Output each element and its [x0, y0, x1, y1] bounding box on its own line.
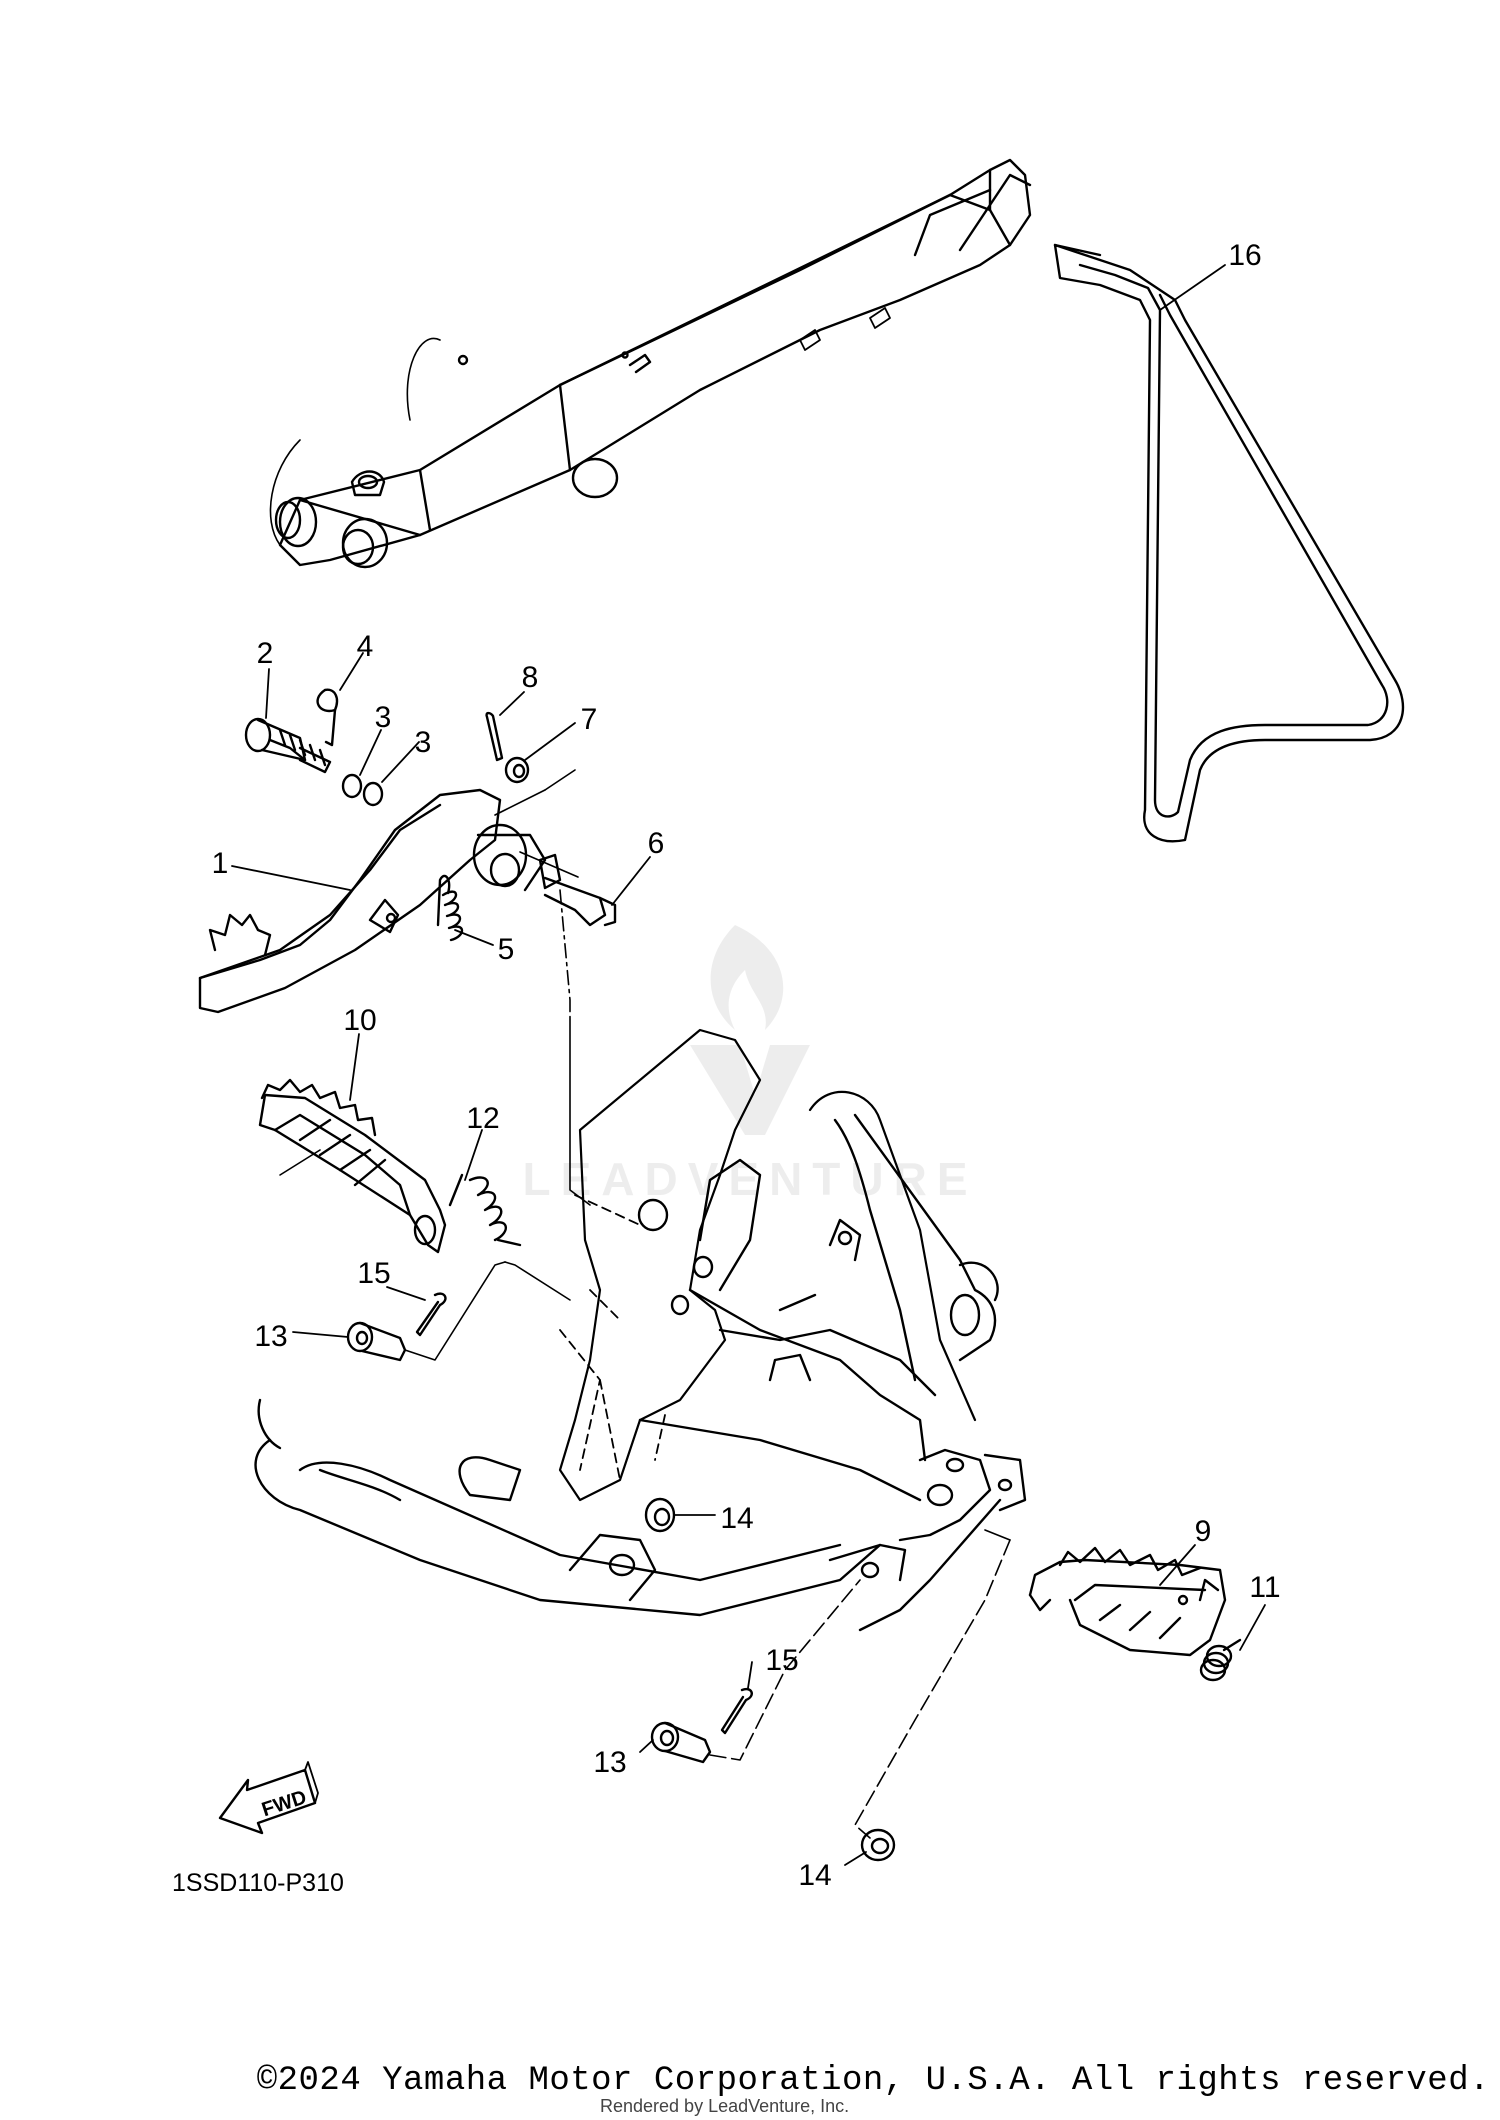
footpeg-right — [1028, 1546, 1227, 1657]
copyright-footer: ©2024 Yamaha Motor Corporation, U.S.A. A… — [256, 2062, 1490, 2100]
callout-16: 16 — [1228, 239, 1261, 272]
hidden-lines — [559, 1194, 666, 1481]
washer-14-lower — [860, 1828, 896, 1862]
watermark-logo — [690, 925, 810, 1135]
swingarm — [269, 158, 1032, 569]
fwd-arrow: FWD — [218, 1761, 319, 1835]
callout-15: 15 — [765, 1644, 798, 1677]
callout-1: 1 — [212, 847, 229, 880]
callout-11: 11 — [1249, 1571, 1280, 1604]
callout-3: 3 — [375, 701, 392, 734]
frame — [254, 1028, 1027, 1632]
callouts: 1 2 3 3 4 5 6 7 8 9 10 11 12 13 13 14 14… — [212, 239, 1281, 1892]
cotter-pin-15-left — [415, 1292, 447, 1337]
callout-6: 6 — [648, 827, 665, 860]
callout-14: 14 — [720, 1502, 753, 1535]
washer-7 — [504, 756, 530, 784]
spring-11 — [1199, 1638, 1242, 1682]
o-rings — [341, 773, 384, 807]
callout-13: 13 — [593, 1746, 626, 1779]
callout-4: 4 — [357, 630, 374, 663]
cotter-pin-8 — [485, 711, 504, 762]
callout-12: 12 — [466, 1102, 499, 1135]
watermark-text: LEADVENTURE — [522, 1153, 978, 1205]
callout-14: 14 — [798, 1859, 831, 1892]
brake-pedal — [198, 788, 562, 1014]
rendered-by-note: Rendered by LeadVenture, Inc. — [600, 2096, 850, 2116]
washer-14-upper — [644, 1497, 676, 1533]
pin-13-lower — [650, 1721, 712, 1764]
callout-7: 7 — [581, 703, 598, 736]
diagram-code: 1SSD110-P310 — [172, 1869, 344, 1897]
r-clip — [316, 688, 339, 747]
callout-8: 8 — [522, 661, 539, 694]
leader-lines — [231, 264, 1266, 1866]
callout-10: 10 — [343, 1004, 376, 1037]
callout-5: 5 — [498, 933, 515, 966]
assembly-lines — [279, 769, 1011, 1839]
pin-13-left — [346, 1321, 407, 1362]
stand — [1053, 243, 1405, 843]
footpeg-left — [258, 1078, 447, 1254]
callout-15: 15 — [357, 1257, 390, 1290]
fwd-label: FWD — [259, 1786, 309, 1821]
cotter-pin-15-lower — [720, 1687, 753, 1735]
spring-5 — [436, 874, 464, 942]
pin-6 — [543, 876, 617, 927]
callout-13: 13 — [254, 1320, 287, 1353]
pivot-bolt — [244, 717, 332, 774]
spring-12 — [448, 1173, 522, 1247]
callout-3: 3 — [415, 726, 432, 759]
callout-9: 9 — [1195, 1515, 1212, 1548]
callout-2: 2 — [257, 637, 274, 670]
